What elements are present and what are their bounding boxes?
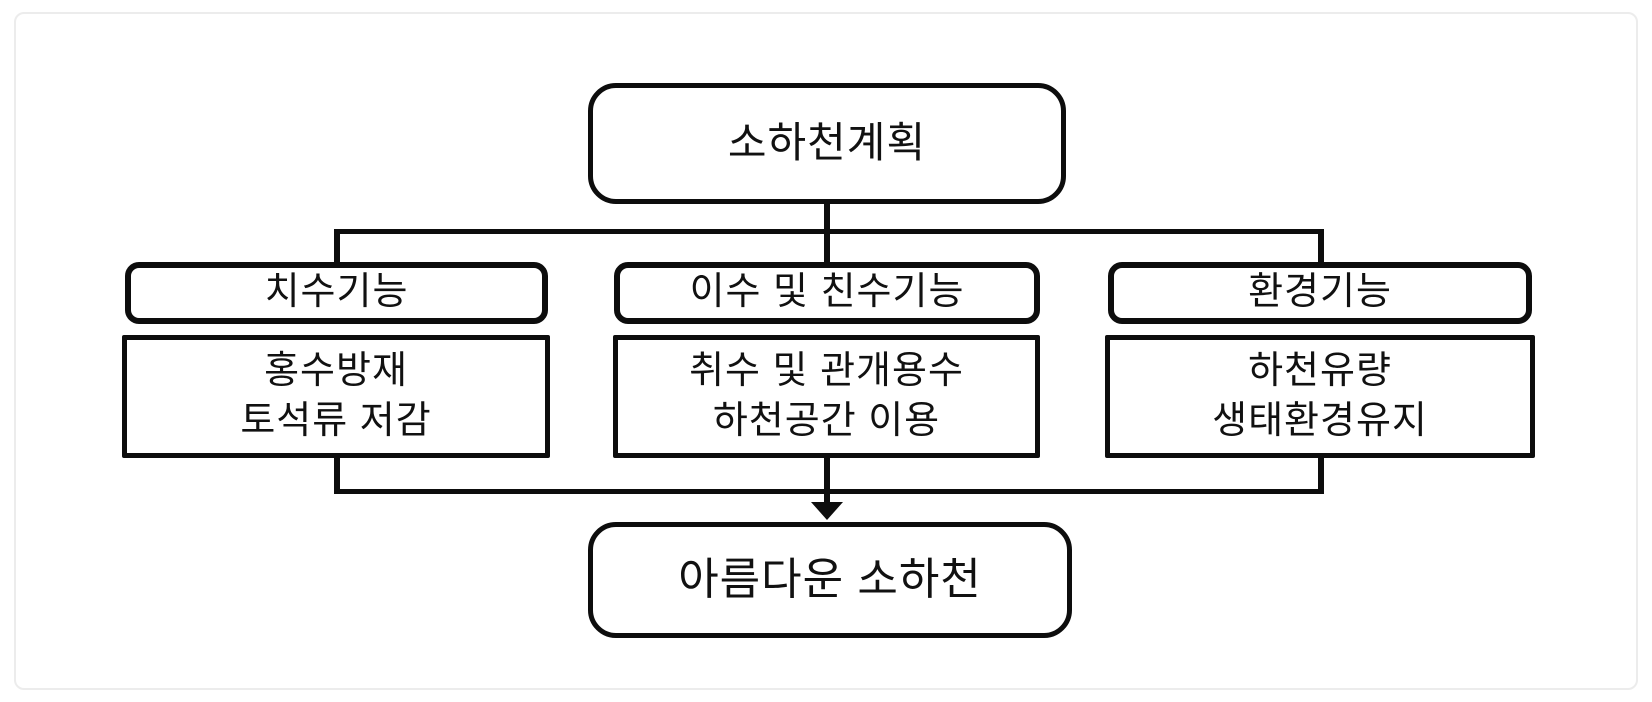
column-header-water-use: 이수 및 친수기능 [614, 262, 1040, 324]
detail-box-flood-control: 홍수방재 토석류 저감 [122, 335, 550, 458]
root-node-label: 소하천계획 [727, 119, 927, 167]
connector-drop-right [1318, 229, 1324, 265]
connector-root-stem [824, 204, 830, 234]
detail-line: 생태환경유지 [1212, 399, 1428, 442]
connector-arrow-stem [824, 458, 830, 506]
detail-box-water-use: 취수 및 관개용수 하천공간 이용 [613, 335, 1040, 458]
result-node-label: 아름다운 소하천 [678, 555, 982, 605]
detail-line: 홍수방재 [264, 350, 408, 393]
detail-box-environment: 하천유량 생태환경유지 [1105, 335, 1535, 458]
column-header-label: 환경기능 [1248, 271, 1392, 314]
column-header-environment: 환경기능 [1108, 262, 1532, 324]
detail-line: 취수 및 관개용수 [689, 350, 964, 393]
connector-drop-left [334, 229, 340, 265]
root-node-stream-plan: 소하천계획 [588, 83, 1066, 204]
column-header-label: 치수기능 [264, 271, 409, 314]
connector-rise-left [334, 458, 340, 494]
column-header-label: 이수 및 친수기능 [689, 271, 965, 314]
connector-drop-center [824, 229, 830, 265]
connector-rise-right [1318, 458, 1324, 494]
detail-line: 하천공간 이용 [712, 399, 941, 442]
detail-line: 하천유량 [1248, 350, 1392, 393]
result-node-beautiful-stream: 아름다운 소하천 [588, 522, 1072, 638]
down-arrow-icon [811, 502, 843, 520]
column-header-flood-control: 치수기능 [125, 262, 548, 324]
detail-line: 토석류 저감 [240, 399, 432, 442]
